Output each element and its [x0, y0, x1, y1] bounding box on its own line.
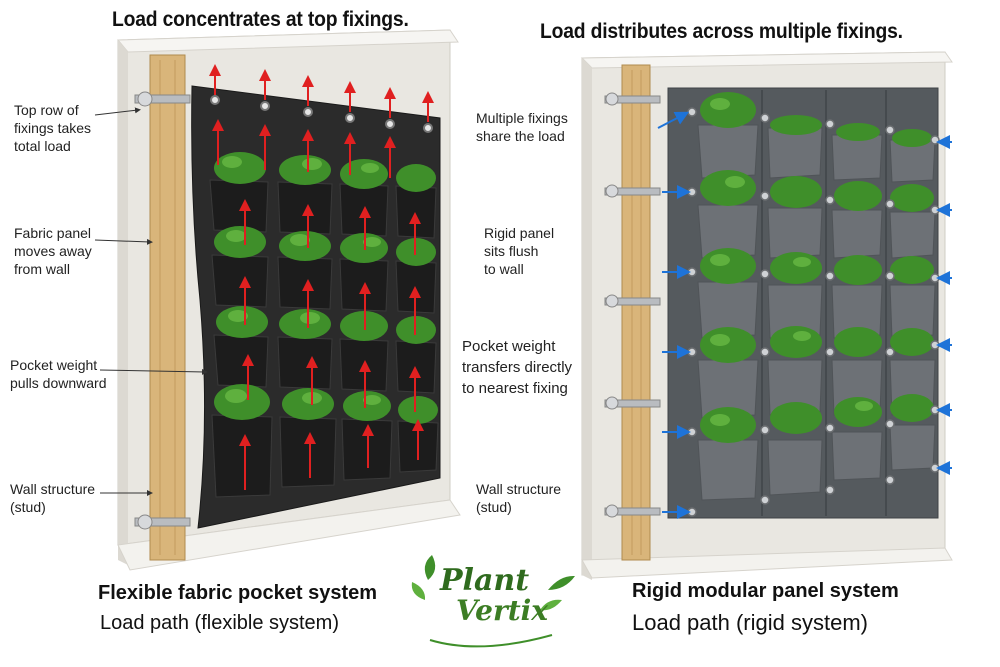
- annotation-wall-structure-right: Wall structure (stud): [476, 481, 562, 515]
- annotation-multiple-fixings: Multiple fixings share the load: [476, 110, 568, 144]
- left-heading: Load concentrates at top fixings.: [112, 8, 409, 31]
- grommets: [210, 95, 433, 133]
- annotation-wall-structure-left: Wall structure (stud): [10, 481, 96, 515]
- right-caption-title: Rigid modular panel system: [632, 580, 899, 602]
- load-arrows: [209, 64, 434, 490]
- annotation-pocket-weight: Pocket weight pulls downward: [10, 357, 107, 391]
- plant-vertix-logo: Plant Vertix: [434, 566, 564, 626]
- annotation-fabric-panel: Fabric panel moves away from wall: [14, 225, 92, 277]
- left-bolt-bottom: [134, 514, 191, 530]
- right-heading: Load distributes across multiple fixings…: [540, 20, 903, 43]
- fixing-arrows: [657, 111, 952, 519]
- annotation-pocket-transfer: Pocket weight transfers directly to near…: [462, 338, 573, 397]
- right-caption-sub: Load path (rigid system): [632, 610, 868, 635]
- left-caption-sub: Load path (flexible system): [100, 612, 340, 634]
- wall-stud: [149, 54, 186, 561]
- left-caption-title: Flexible fabric pocket system: [98, 582, 378, 604]
- logo-word-plant: Plant: [440, 563, 530, 598]
- logo-word-vertix: Vertix: [456, 594, 548, 627]
- wall-stud-right: [621, 64, 651, 561]
- annotation-top-row: Top row of fixings takes total load: [14, 102, 92, 154]
- annotation-rigid-panel: Rigid panel sits flush to wall: [484, 225, 555, 277]
- left-wall-section: [94, 29, 461, 571]
- logo-leaf-icon: [411, 555, 575, 648]
- right-wall-section: [580, 51, 953, 580]
- left-bolt-top: [134, 91, 191, 107]
